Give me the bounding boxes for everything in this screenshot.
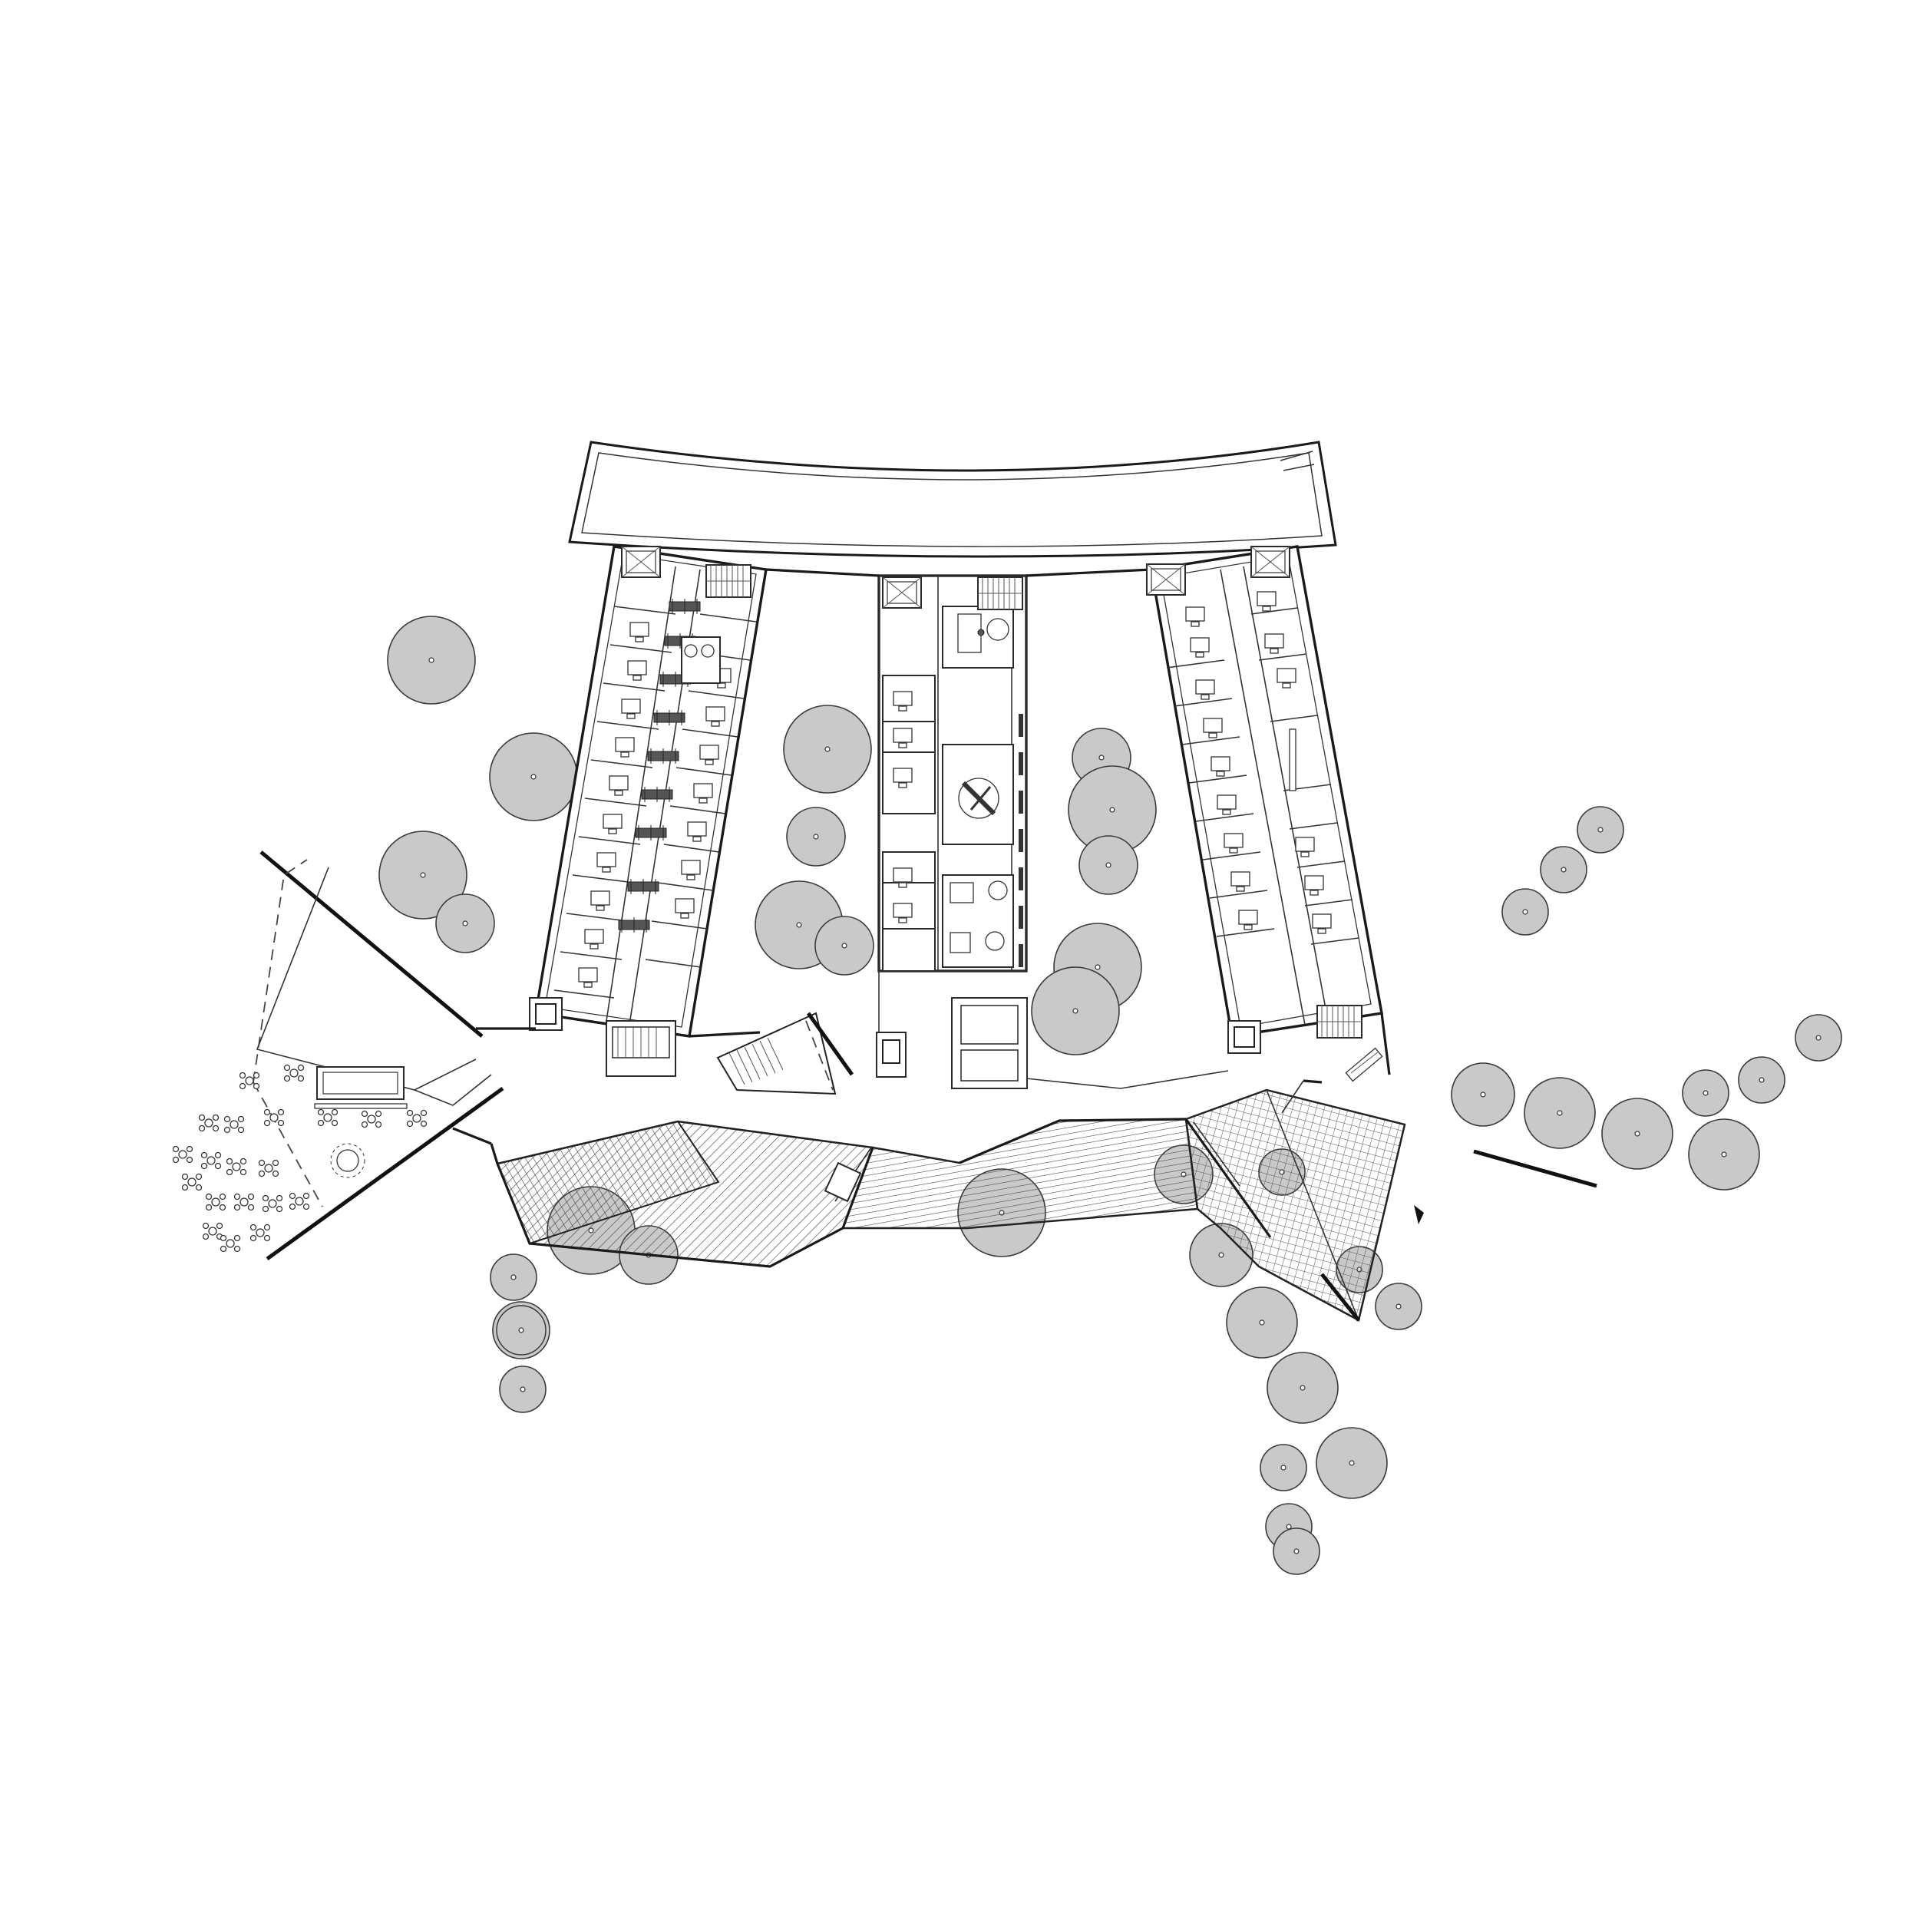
cafe-table — [317, 1108, 339, 1127]
courtyard-outline — [689, 568, 1229, 1089]
cafe-table — [223, 1115, 245, 1134]
tree — [1316, 1427, 1388, 1499]
equipment-icon — [950, 880, 1008, 953]
bench-row — [314, 1103, 408, 1109]
north-arrow-icon — [1414, 1205, 1424, 1224]
central-service-wing — [716, 574, 1028, 1095]
lift-core — [621, 546, 661, 578]
office-rooms-east-row — [645, 613, 757, 968]
lift-core — [1146, 563, 1186, 596]
tree — [1031, 966, 1120, 1055]
cafe-table — [198, 1114, 220, 1132]
cafe-table — [226, 1158, 247, 1176]
tree — [378, 831, 467, 920]
tree — [783, 705, 872, 794]
corridor-markers — [1019, 714, 1023, 967]
lift-core — [529, 997, 563, 1031]
stair-core — [977, 576, 1023, 610]
tree — [435, 893, 495, 953]
tree — [1601, 1098, 1673, 1170]
stair-core — [1316, 1005, 1362, 1039]
east-office-wing — [1146, 545, 1424, 1224]
office-rooms-west-row — [553, 606, 676, 999]
tree — [814, 916, 874, 976]
tree — [1260, 1444, 1307, 1491]
stair-core — [705, 564, 751, 598]
restroom — [681, 636, 721, 684]
tree — [387, 616, 476, 705]
tree — [1540, 846, 1587, 893]
cafe-table — [202, 1222, 223, 1240]
cafe-table — [181, 1173, 203, 1191]
cafe-table — [233, 1193, 255, 1211]
tree — [492, 1301, 550, 1359]
tree — [1524, 1077, 1596, 1149]
cafe-table — [172, 1145, 193, 1164]
tree — [499, 1366, 547, 1413]
terrace-area — [172, 850, 504, 1261]
tree — [1273, 1527, 1320, 1575]
curved-canopy — [568, 441, 1337, 558]
entry-stair — [716, 1012, 854, 1095]
folded-hatched-canopy — [452, 1088, 1406, 1322]
tree — [1375, 1283, 1422, 1330]
cafe-table — [220, 1234, 241, 1253]
tree — [1501, 888, 1549, 936]
cafe-table — [361, 1110, 382, 1128]
west-office-wing — [476, 545, 768, 1077]
lift-core — [1227, 1020, 1261, 1054]
bench — [1289, 728, 1296, 791]
tree — [490, 1253, 537, 1301]
cafe-table — [239, 1072, 260, 1090]
tree — [1226, 1286, 1298, 1359]
cafe-table — [262, 1194, 283, 1213]
equipment-icon — [958, 778, 999, 819]
cafe-table — [205, 1193, 226, 1211]
cafe-table — [249, 1224, 271, 1242]
tree — [1078, 835, 1138, 895]
cafe-table — [263, 1108, 285, 1127]
office-rooms-west-row — [1166, 659, 1275, 937]
tree — [1451, 1062, 1515, 1127]
lift-core — [876, 1032, 907, 1078]
cafe-table — [283, 1064, 305, 1082]
office-rooms-east-row — [1250, 607, 1359, 945]
lift-core — [882, 576, 922, 609]
bike-rack — [1345, 1047, 1383, 1082]
site-walls — [1281, 1079, 1597, 1188]
cafe-table — [200, 1151, 222, 1170]
tree — [1738, 1056, 1785, 1104]
equipment-icon — [957, 613, 1009, 653]
tree — [489, 732, 578, 821]
tree — [786, 807, 846, 867]
tree — [1682, 1069, 1729, 1117]
cafe-table — [289, 1192, 310, 1210]
tree — [1688, 1118, 1760, 1191]
cafe-table — [258, 1159, 279, 1177]
cafe-table — [406, 1109, 428, 1128]
tree — [1795, 1014, 1842, 1062]
tree — [1577, 806, 1624, 854]
tree — [1267, 1352, 1339, 1424]
round-table — [330, 1143, 365, 1178]
lift-core — [1250, 546, 1290, 578]
